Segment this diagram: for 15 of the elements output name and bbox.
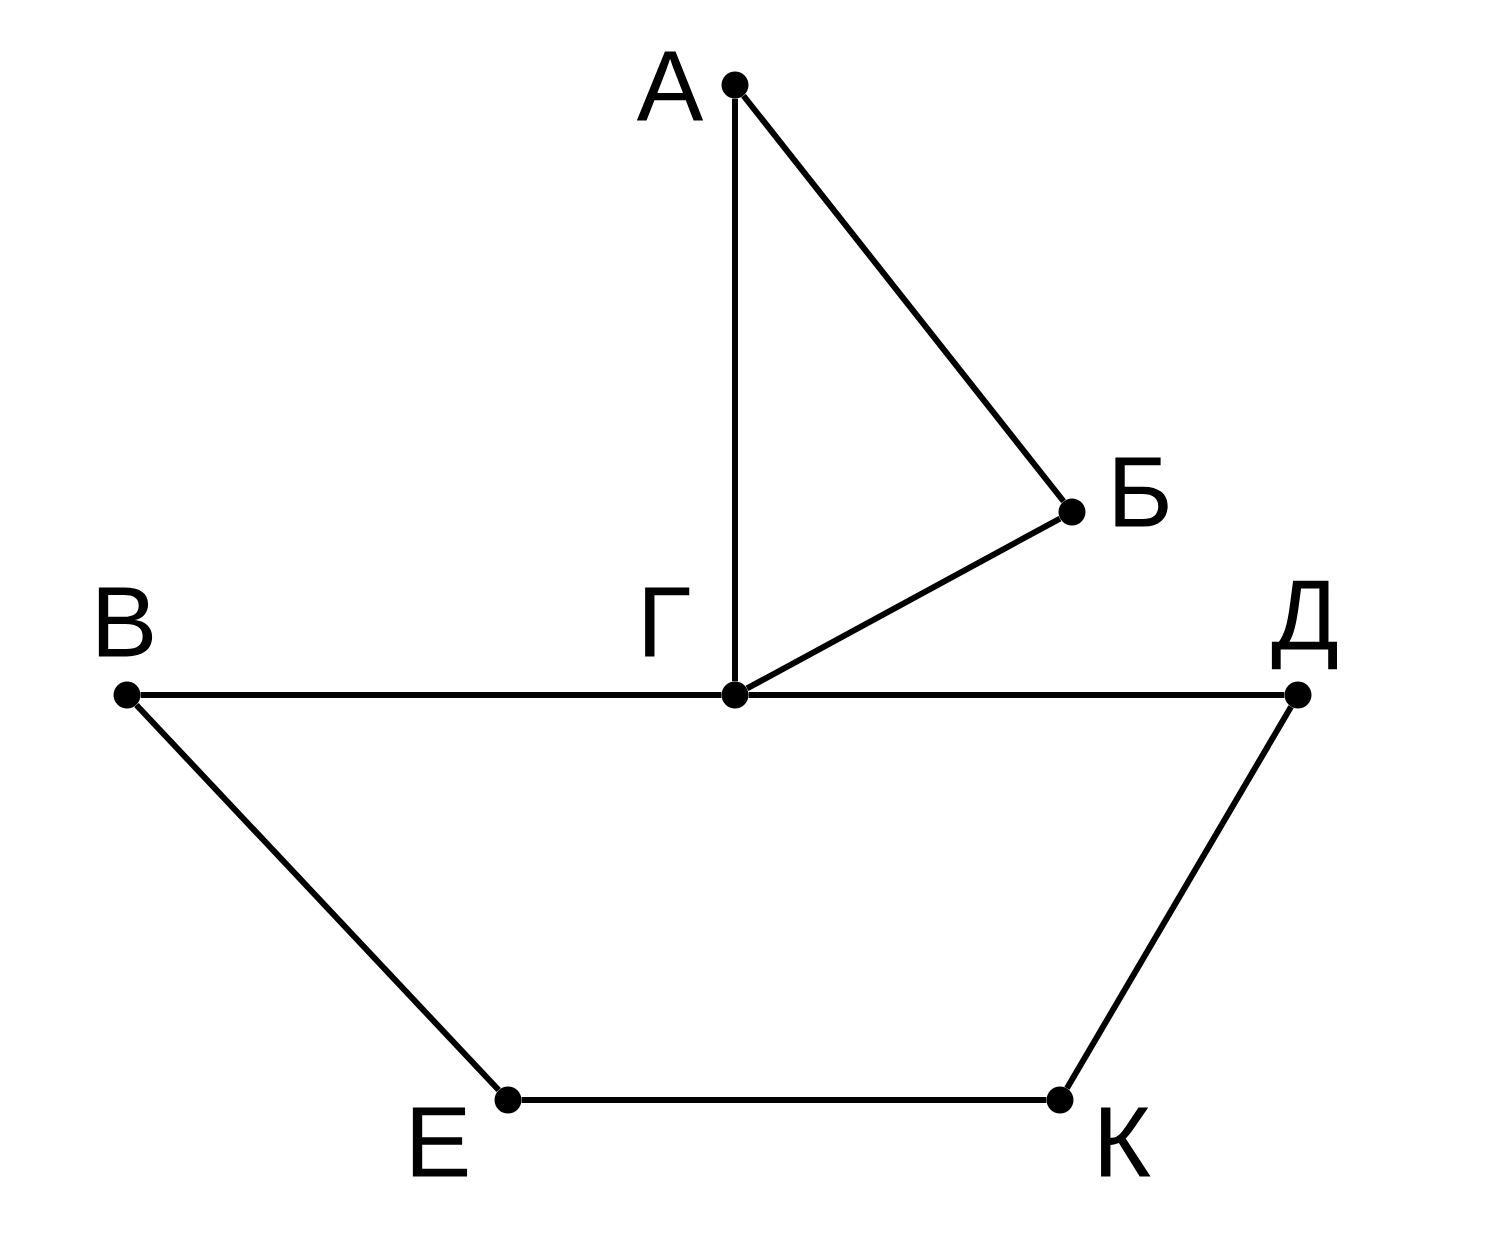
line-segment — [140, 692, 722, 698]
line-segment — [748, 692, 1285, 698]
line-segment — [745, 515, 1062, 692]
point-label: Б — [1115, 457, 1168, 527]
point-label: Е — [412, 1107, 468, 1177]
line-segment — [1064, 705, 1294, 1090]
point-label: Д — [1271, 580, 1337, 670]
line-segment — [732, 98, 738, 682]
point-label: В — [98, 587, 153, 657]
line-segment — [134, 702, 501, 1093]
point-label: К — [1101, 1107, 1151, 1177]
point-label: А — [636, 51, 704, 121]
line-segment — [741, 93, 1066, 504]
line-segment — [521, 1097, 1047, 1103]
point-label: Г — [645, 587, 690, 657]
